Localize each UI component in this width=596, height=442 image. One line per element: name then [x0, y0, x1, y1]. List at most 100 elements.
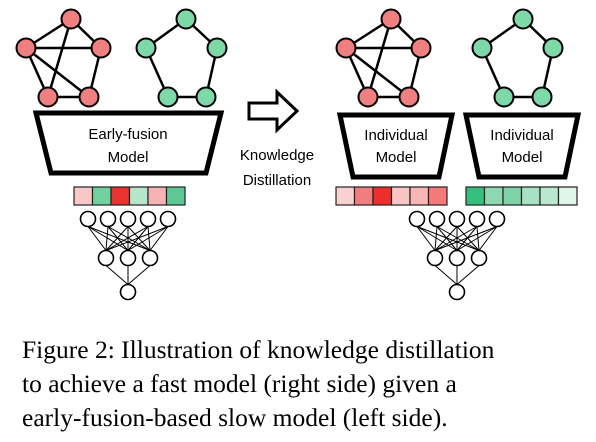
- caption-line-3: early-fusion-based slow model (left side…: [22, 403, 448, 432]
- left-embedding-cell: [73, 186, 94, 206]
- left-red-graph-node: [15, 37, 37, 59]
- left-red-graph-edge: [25, 47, 90, 98]
- left-green-graph-node: [135, 37, 157, 59]
- right-nn-neuron: [448, 210, 466, 228]
- right-nn-connection: [416, 226, 480, 251]
- right-embedding-b-cell: [557, 186, 578, 206]
- distillation-diagram: Early-fusion Model Individual Model Indi…: [15, 8, 582, 301]
- left-nn-connection: [87, 226, 107, 251]
- left-nn-neuron: [159, 210, 177, 228]
- left-nn-neuron: [139, 210, 157, 228]
- right-embedding-a-cell: [427, 186, 448, 206]
- right-red-graph: [335, 8, 432, 108]
- right-red-graph-node: [335, 37, 357, 59]
- right-red-graph-node: [357, 86, 379, 108]
- right-nn-connection: [476, 226, 480, 251]
- left-red-graph-node: [60, 8, 82, 30]
- right-nn-neuron: [428, 210, 446, 228]
- left-nn-neuron: [119, 210, 137, 228]
- left-nn-connection: [87, 226, 151, 251]
- early-fusion-model-label-line1: Early-fusion: [88, 126, 167, 143]
- early-fusion-model-box: [32, 110, 225, 176]
- right-embedding-b-cell: [502, 186, 523, 206]
- left-embedding-cell: [147, 186, 168, 206]
- left-green-graph-node: [157, 86, 179, 108]
- caption-line-2: to achieve a fast model (right side) giv…: [22, 369, 457, 398]
- right-embedding-a-cell: [335, 186, 356, 206]
- right-nn-neuron: [448, 249, 466, 267]
- individual-model-b-box: [462, 112, 582, 180]
- right-green-graph: [471, 8, 564, 108]
- individual-model-a-label-line2: Model: [376, 149, 417, 166]
- right-nn-neuron: [470, 249, 488, 267]
- left-nn-neuron: [97, 249, 115, 267]
- right-embedding-a-cell: [390, 186, 411, 206]
- right-nn-connection: [434, 265, 458, 285]
- left-embedding-bar: [73, 186, 186, 206]
- individual-model-b-label-line1: Individual: [490, 127, 553, 144]
- right-green-graph-node: [493, 86, 515, 108]
- left-nn-neuron: [99, 210, 117, 228]
- left-embedding-cell: [91, 186, 112, 206]
- left-nn-neuron: [79, 210, 97, 228]
- right-embedding-b-cell: [465, 186, 486, 206]
- left-nn-neuron: [119, 283, 137, 301]
- right-nn-connection: [456, 226, 498, 251]
- right-nn-neuron: [408, 210, 426, 228]
- right-red-graph-node: [410, 37, 432, 59]
- right-nn-connection: [416, 226, 436, 251]
- right-nn-neuron: [426, 249, 444, 267]
- right-nn-neuron: [448, 283, 466, 301]
- caption-line-1: Figure 2: Illustration of knowledge dist…: [22, 335, 495, 364]
- left-nn-connection: [87, 226, 129, 251]
- left-green-graph-node: [206, 37, 228, 59]
- right-nn-connection: [478, 226, 498, 251]
- right-neural-network: [408, 210, 506, 301]
- right-red-graph-edge: [366, 18, 393, 98]
- right-green-graph-node: [471, 37, 493, 59]
- left-green-graph: [135, 8, 228, 108]
- left-nn-connection: [127, 226, 151, 251]
- left-green-graph-node: [175, 8, 197, 30]
- left-nn-neuron: [119, 249, 137, 267]
- right-nn-connection: [436, 226, 458, 251]
- right-green-graph-node: [531, 86, 553, 108]
- left-embedding-cell: [128, 186, 149, 206]
- left-red-graph-node: [78, 86, 100, 108]
- left-nn-connection: [105, 226, 169, 251]
- right-nn-neuron: [488, 210, 506, 228]
- left-red-graph-edge: [46, 18, 73, 98]
- right-embedding-a-cell: [372, 186, 393, 206]
- arrow-label-line1: Knowledge: [240, 147, 314, 164]
- right-nn-connection: [434, 226, 498, 251]
- left-nn-connection: [105, 226, 109, 251]
- left-nn-connection: [107, 226, 129, 251]
- left-red-graph-node: [90, 37, 112, 59]
- left-nn-connection: [105, 226, 129, 251]
- left-nn-connection: [147, 226, 151, 251]
- individual-model-b-label-line2: Model: [502, 149, 543, 166]
- left-nn-connection: [105, 265, 129, 285]
- left-red-graph-node: [37, 86, 59, 108]
- right-red-graph-node: [398, 86, 420, 108]
- right-nn-connection: [456, 226, 480, 251]
- distillation-arrow-icon: [247, 88, 300, 134]
- right-nn-connection: [434, 226, 438, 251]
- left-nn-connection: [127, 265, 151, 285]
- right-embedding-a-cell: [353, 186, 374, 206]
- arrow-label-line2: Distillation: [243, 172, 311, 189]
- left-embedding-cell: [165, 186, 186, 206]
- right-embedding-b-cell: [483, 186, 504, 206]
- right-nn-neuron: [468, 210, 486, 228]
- right-red-graph-node: [380, 8, 402, 30]
- left-neural-network: [79, 210, 177, 301]
- figure-caption: Figure 2: Illustration of knowledge dist…: [22, 333, 582, 435]
- right-embedding-b-cell: [520, 186, 541, 206]
- right-embedding-b-cell: [539, 186, 560, 206]
- right-embedding-bar-a: [335, 186, 448, 206]
- left-nn-connection: [107, 226, 151, 251]
- left-red-graph: [15, 8, 112, 108]
- right-nn-connection: [436, 226, 480, 251]
- right-nn-connection: [434, 226, 458, 251]
- left-nn-connection: [149, 226, 169, 251]
